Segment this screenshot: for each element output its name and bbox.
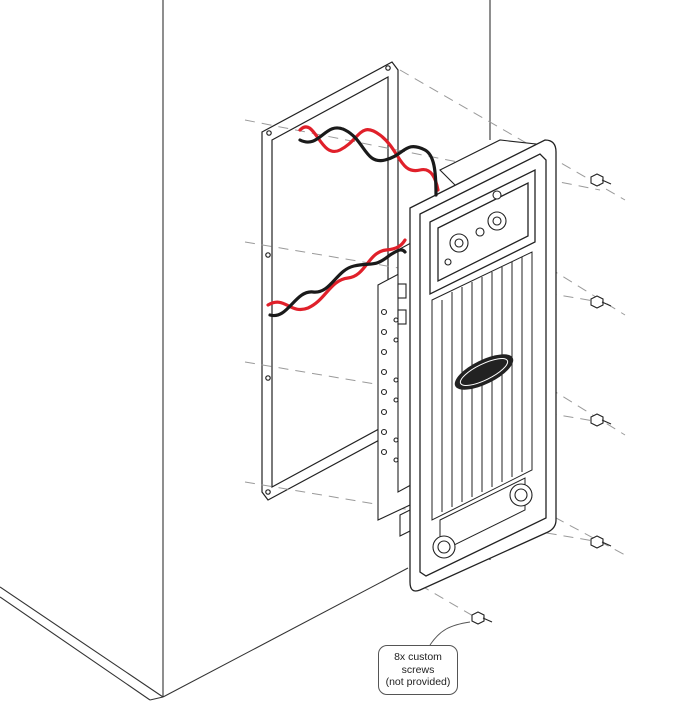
screw-icon <box>471 173 612 625</box>
callout-line-1: 8x custom <box>394 651 442 664</box>
twisted-cable-lower <box>266 238 407 318</box>
xlr-connector-icon <box>444 190 507 266</box>
twisted-cable-upper <box>298 125 440 197</box>
callout-line-2: screws <box>401 663 435 676</box>
callout-leader-line <box>429 621 471 646</box>
speaker-terminal-icon <box>432 483 533 559</box>
heatsink-fins <box>431 251 533 553</box>
screws-callout: 8x custom screws (not provided) <box>378 645 458 695</box>
logo-badge-icon <box>454 354 514 390</box>
callout-line-3: (not provided) <box>385 676 451 689</box>
speaker-cabinet <box>0 0 491 701</box>
